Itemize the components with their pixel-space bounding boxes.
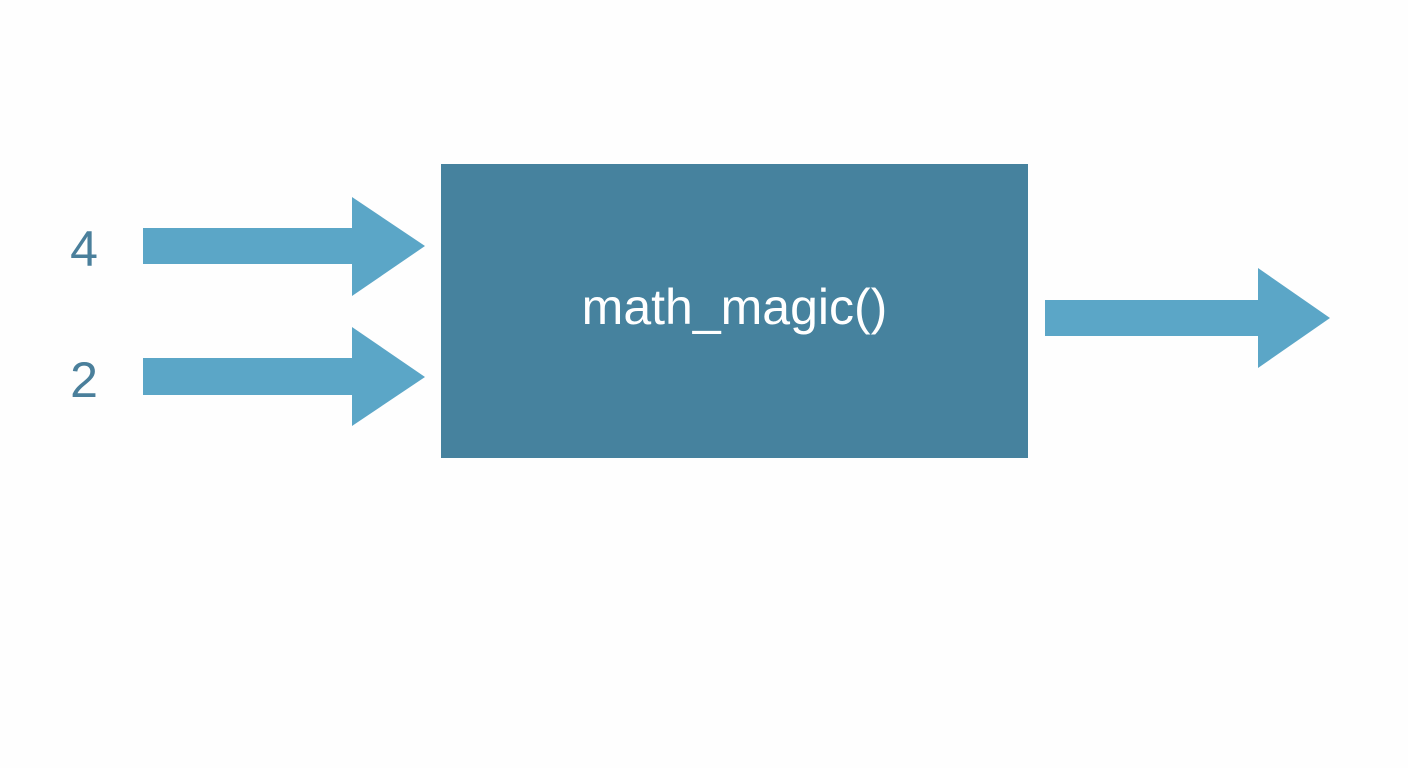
input-value-4: 4 <box>70 221 98 277</box>
output-arrow <box>1045 268 1330 368</box>
input-arrow-2 <box>143 327 425 426</box>
function-label: math_magic() <box>581 279 888 335</box>
input-arrow-1 <box>143 197 425 296</box>
function-box: math_magic() <box>441 164 1028 458</box>
input-value-2: 2 <box>70 352 98 408</box>
